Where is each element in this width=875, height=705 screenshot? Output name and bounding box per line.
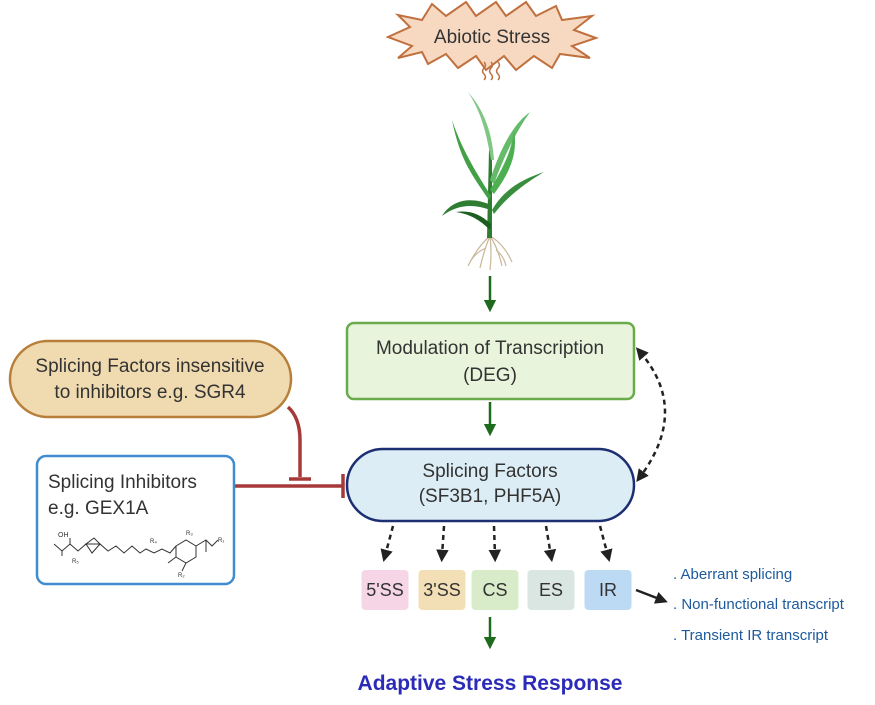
arrow-to-outcomes: [635, 588, 668, 604]
heat-waves: [481, 61, 501, 81]
insensitive-blocks-inhibitor-line: [286, 405, 302, 477]
outcome-item: . Non-functional transcript: [673, 596, 845, 613]
plant-roots-icon: [467, 235, 513, 271]
plant-icon: [442, 92, 544, 271]
event-box: [471, 570, 519, 610]
abiotic-stress-burst: Abiotic Stress: [385, 0, 600, 72]
chem-label-r3: R₃: [186, 531, 193, 537]
event-label: 5'SS: [366, 580, 403, 600]
modulation-of-transcription-box: Modulation of Transcription (DEG): [345, 321, 636, 401]
insensitive-label-line1: Splicing Factors insensitive: [35, 356, 264, 377]
event-arrows: [380, 525, 613, 563]
event-label: IR: [599, 580, 617, 600]
outcome-item: . Transient IR transcript: [673, 627, 829, 644]
chem-label-r5: R₅: [72, 559, 79, 565]
chem-label-r4: R₄: [150, 539, 157, 545]
outcomes-list: . Aberrant splicing . Non-functional tran…: [673, 566, 845, 644]
splicing-factors-label-line1: Splicing Factors: [422, 461, 557, 482]
event-label: 3'SS: [423, 580, 460, 600]
event-box: [361, 570, 409, 610]
event-dashed-arrow: [436, 525, 449, 563]
inhibitors-label-line1: Splicing Inhibitors: [48, 472, 197, 493]
splicing-factors-label-line2: (SF3B1, PHF5A): [419, 486, 562, 507]
modulation-label-line1: Modulation of Transcription: [376, 338, 604, 359]
event-label: CS: [482, 580, 507, 600]
heat-wave-line: [488, 61, 494, 81]
insensitive-label-line2: to inhibitors e.g. SGR4: [54, 382, 246, 403]
abiotic-stress-label: Abiotic Stress: [434, 27, 550, 48]
inhibition-connectors: [235, 405, 345, 498]
event-box: [584, 570, 632, 610]
splicing-factors-box: Splicing Factors (SF3B1, PHF5A): [345, 447, 636, 523]
plant-shoot-icon: [442, 92, 544, 238]
event-dashed-arrow: [380, 525, 395, 563]
splicing-inhibitors-box: Splicing Inhibitors e.g. GEX1A: [35, 454, 236, 586]
splicing-event-boxes: 5'SS 3'SS CS ES IR: [361, 570, 632, 610]
chem-label-r2: R₂: [178, 573, 185, 579]
event-dashed-arrow: [543, 525, 557, 563]
heat-wave-line: [495, 61, 501, 81]
chem-label-r1: R₁: [218, 538, 224, 544]
modulation-label-line2: (DEG): [463, 365, 517, 386]
chem-label-oh: OH: [58, 532, 69, 539]
bidirectional-dashed-arrow: [635, 347, 667, 483]
event-box: [527, 570, 575, 610]
heat-wave-line: [481, 61, 487, 81]
stress-burst-shape: [385, 0, 600, 72]
event-dashed-arrow: [598, 525, 613, 563]
event-box: [418, 570, 466, 610]
inhibitors-label-line2: e.g. GEX1A: [48, 498, 149, 519]
event-dashed-arrow: [488, 525, 502, 563]
event-label: ES: [539, 580, 563, 600]
adaptive-stress-response-label: Adaptive Stress Response: [358, 672, 623, 695]
gex1a-chemical-structure-icon: OH R₁ R₂ R₃ R₄ R₅: [53, 531, 224, 579]
insensitive-splicing-factors-box: Splicing Factors insensitive to inhibito…: [8, 339, 293, 419]
outcome-item: . Aberrant splicing: [673, 566, 792, 583]
